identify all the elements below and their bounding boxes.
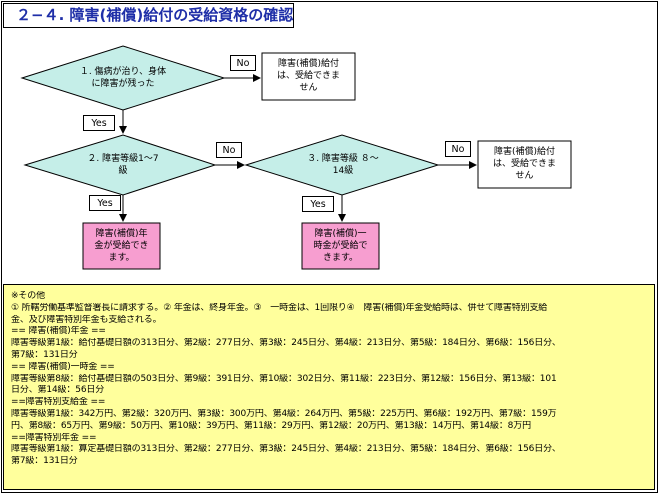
page-title: ２−４. 障害(補償)給付の受給資格の確認 [3, 3, 294, 28]
note-line: 日分、第14級：56日分 [11, 385, 105, 396]
result-lump-box [301, 222, 380, 270]
note-line: ① 所轄労働基準監督署長に請求する。② 年金は、終身年金。③ 一時金は、1回限り… [11, 302, 548, 313]
result-no-2-box [477, 140, 572, 189]
yes-label-3: Yes [302, 196, 334, 212]
decision-3-text: ３. 障害等級 ８〜 14級 [307, 154, 379, 176]
note-line: ==障害特別支給金 == [11, 397, 106, 408]
flowchart [20, 45, 572, 270]
result-pension-text: 障害(補償)年 金が受給でき ます。 [94, 229, 149, 263]
note-line: 障害等級第1級：給付基礎日額の313日分、第2級：277日分、第3級：245日分… [11, 338, 561, 349]
note-line: 円、第8級：65万円、第9級：50万円、第10級：39万円、第11級：29万円、… [11, 420, 531, 431]
note-line: 第7級：131日分 [11, 349, 78, 360]
result-no-1-box [261, 52, 356, 101]
yes-label-1: Yes [83, 115, 115, 131]
note-line: 第7級：131日分 [11, 456, 78, 467]
decision-1-text: １. 傷病が治り、身体 に障害が残った [79, 67, 167, 89]
note-line: == 障害(補償)年金 == [11, 326, 106, 337]
result-pension-box [82, 222, 161, 270]
note-line: 障害等級第1級：算定基礎日額の313日分、第2級：277日分、第3級：245日分… [11, 444, 561, 455]
no-label-3: No [445, 141, 471, 157]
note-line: == 障害(補償)一時金 == [11, 361, 115, 372]
note-line: 障害等級第1級：342万円、第2級：320万円、第3級：300万円、第4級：26… [11, 408, 557, 419]
note-line: ※その他 [11, 291, 45, 301]
result-no-2-text: 障害(補償)給付 は、受給できま せん [492, 147, 556, 181]
no-label-2: No [216, 142, 242, 158]
note-line: 障害等級第8級：給付基礎日額の503日分、第9級：391日分、第10級：302日… [11, 373, 557, 384]
result-lump-text: 障害(補償)一 時金が受給で きます。 [313, 229, 368, 263]
note-line: ==障害特別年金 == [11, 432, 97, 443]
note-line: 金、及び障害特別年金も支給される。 [11, 314, 162, 325]
yes-label-2: Yes [89, 195, 121, 211]
result-no-1-text: 障害(補償)給付 は、受給できま せん [276, 59, 340, 93]
notes-panel: ※その他 ① 所轄労働基準監督署長に請求する。② 年金は、終身年金。③ 一時金は… [3, 284, 655, 490]
decision-2-text: ２. 障害等級1〜7 級 [87, 154, 159, 176]
no-label-1: No [230, 55, 256, 71]
